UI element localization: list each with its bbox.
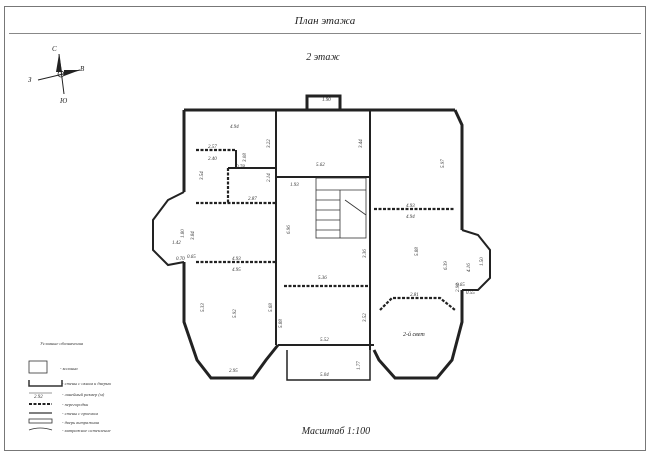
dim-right-h: 2.93 [456,283,461,292]
dim-lower-left-d: 2.95 [229,369,238,374]
dim-mid-b: 4.95 [232,268,241,273]
legend-item-4: - стены с проемом [62,411,98,416]
dim-lower-left-b: 5.92 [233,309,238,318]
legend-glazing-icon [28,427,53,431]
dim-left-wall-b: 3.22 [267,139,272,148]
legend: Условные обозначения - колонна - стены с… [28,341,112,433]
compass-rose-icon: С Ю В З [28,45,85,105]
dim-right-j: 0.55 [466,291,475,296]
sheet-title: План этажа [294,15,356,27]
dim-right-f: 1.50 [480,257,485,266]
dim-left-inner-4: 3.08 [243,153,248,162]
dim-top-stub: 1.90 [322,98,331,103]
legend-item-0: - колонна [60,366,78,371]
legend-title: Условные обозначения [40,341,83,346]
title-divider [9,33,641,34]
legend-value: 2.92 [34,395,43,400]
staircase [315,177,367,239]
dim-center-g: 3.52 [363,313,368,322]
compass-south: Ю [59,97,68,105]
dim-bay-a: 1.42 [172,241,181,246]
compass-north: С [52,45,57,53]
floor-label: 2 этаж [306,52,340,63]
dim-right-i: 0.65 [456,283,465,288]
dim-lower-center-b: 5.88 [279,319,284,328]
dim-lower-left-a: 5.33 [201,303,206,312]
dim-left-room-top: 4.94 [230,125,239,130]
legend-wall-window-icon [28,380,63,387]
dim-center-top: 5.62 [316,163,325,168]
dim-left-inner-2: 2.40 [208,157,217,162]
dim-center-d: 6.96 [287,225,292,234]
dim-right-g: 2.81 [410,293,419,298]
dim-lower-center: 5.52 [320,338,329,343]
dim-bay-b: 3.84 [191,231,196,240]
legend-column-icon [28,360,48,374]
dim-left-inner-1: 2.57 [208,145,217,150]
dim-right-c: 5.88 [415,247,420,256]
drawing-sheet: План этажа [4,6,646,451]
dim-left-wall-a: 3.54 [200,171,205,180]
compass-west: З [28,76,32,84]
dim-left-inner-5: 2.87 [248,197,257,202]
dim-porch: 5.04 [320,373,329,378]
dim-porch-side: 1.77 [357,361,362,370]
legend-item-1: - стены с окном и дверью [62,381,112,386]
dim-mid-a: 4.93 [232,257,241,262]
interior-walls [228,110,374,350]
dim-center-e: 3.36 [363,249,368,258]
dim-right-a: 4.93 [406,204,415,209]
partitions [196,148,456,311]
dim-bay-c: 0.70 [176,257,185,262]
dim-right-e: 4.16 [467,263,472,272]
dim-left-wall-c: 2.14 [267,173,272,182]
dim-center-side: 3.44 [359,139,364,148]
outer-walls [182,94,464,381]
legend-item-5: - дверь витражная [62,420,99,425]
dim-center-f: 5.36 [318,276,327,281]
dim-right-b: 4.94 [406,215,415,220]
legend-item-3: - перегородки [62,402,89,407]
dim-right-top: 5.97 [441,159,446,168]
dim-right-d: 6.39 [444,261,449,270]
right-bay-window [461,229,491,291]
scale-label: Масштаб 1:100 [301,426,370,437]
room-label-second-light: 2-й свет [403,331,425,338]
dim-bay-e: 1.80 [181,229,186,238]
left-bay-window [152,191,185,267]
dim-bay-d: 0.65 [187,255,196,260]
dimension-labels: 1.90 4.94 2.57 2.40 0.78 3.08 2.87 3.54 … [172,98,485,378]
legend-glass-door-icon [28,418,53,424]
dim-left-inner-3: 0.78 [236,165,245,170]
dim-center-c: 1.93 [290,183,299,188]
legend-item-2: - линейный размер (м) [62,392,105,397]
dim-lower-left-c: 5.68 [269,303,274,312]
compass-east: В [80,65,85,73]
legend-item-6: - витражное остекление [62,428,111,433]
